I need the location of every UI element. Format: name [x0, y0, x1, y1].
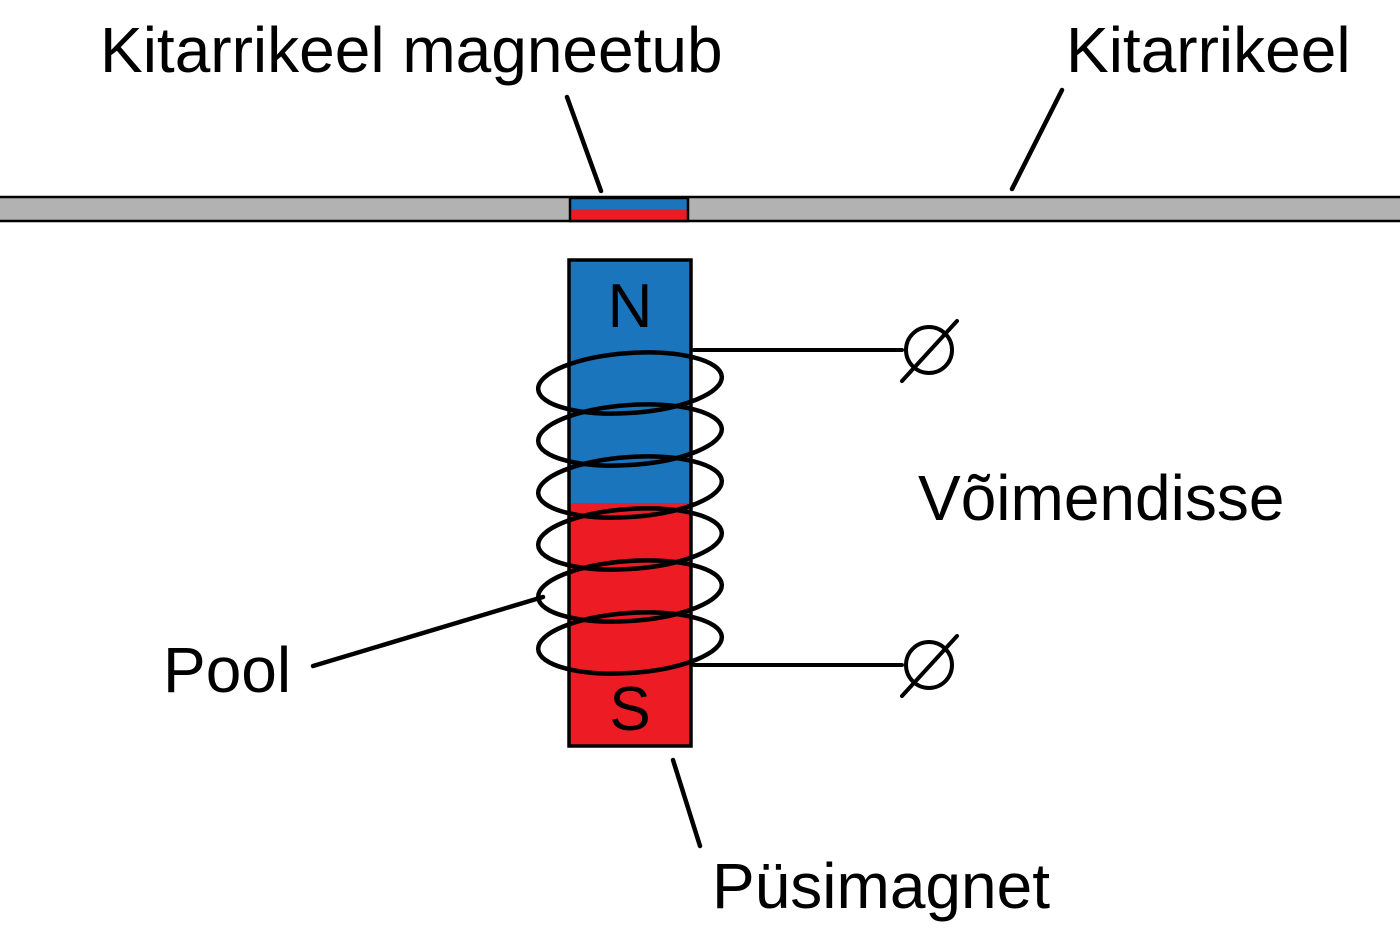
magnetized-string-segment — [568, 196, 690, 223]
pointer-coil — [310, 594, 546, 669]
north-pole-label: N — [608, 272, 653, 341]
label-coil: Pool — [163, 634, 291, 706]
coil-turn — [535, 610, 725, 676]
coil-turn — [535, 350, 725, 416]
label-magnet: Püsimagnet — [712, 850, 1050, 922]
label-string: Kitarrikeel — [1066, 14, 1351, 86]
magnetized-segment-south — [570, 209, 688, 221]
pointer-lines — [310, 87, 1065, 849]
pointer-magnet — [670, 757, 703, 849]
coil-turn — [535, 454, 725, 520]
pointer-string — [1009, 87, 1065, 192]
magnetized-segment-outline — [568, 196, 690, 223]
terminal-bottom-icon — [900, 634, 959, 698]
coil-turn — [535, 402, 725, 468]
south-pole-label: S — [609, 675, 650, 744]
magnet-outline — [567, 258, 693, 748]
label-magnetized: Kitarrikeel magneetub — [100, 14, 723, 86]
label-amplifier: Võimendisse — [918, 462, 1284, 534]
output-wires — [692, 319, 959, 698]
guitar-string-bar — [0, 195, 1400, 223]
magnet-south-pole — [569, 503, 691, 746]
coil-turn — [535, 506, 725, 572]
pointer-magnetized — [564, 94, 604, 194]
terminal-top-icon — [900, 319, 959, 383]
coil — [535, 350, 725, 676]
magnetized-segment-north — [570, 198, 688, 210]
guitar-string — [0, 195, 1400, 223]
diagram-labels: Kitarrikeel magneetub Kitarrikeel Võimen… — [100, 14, 1351, 922]
